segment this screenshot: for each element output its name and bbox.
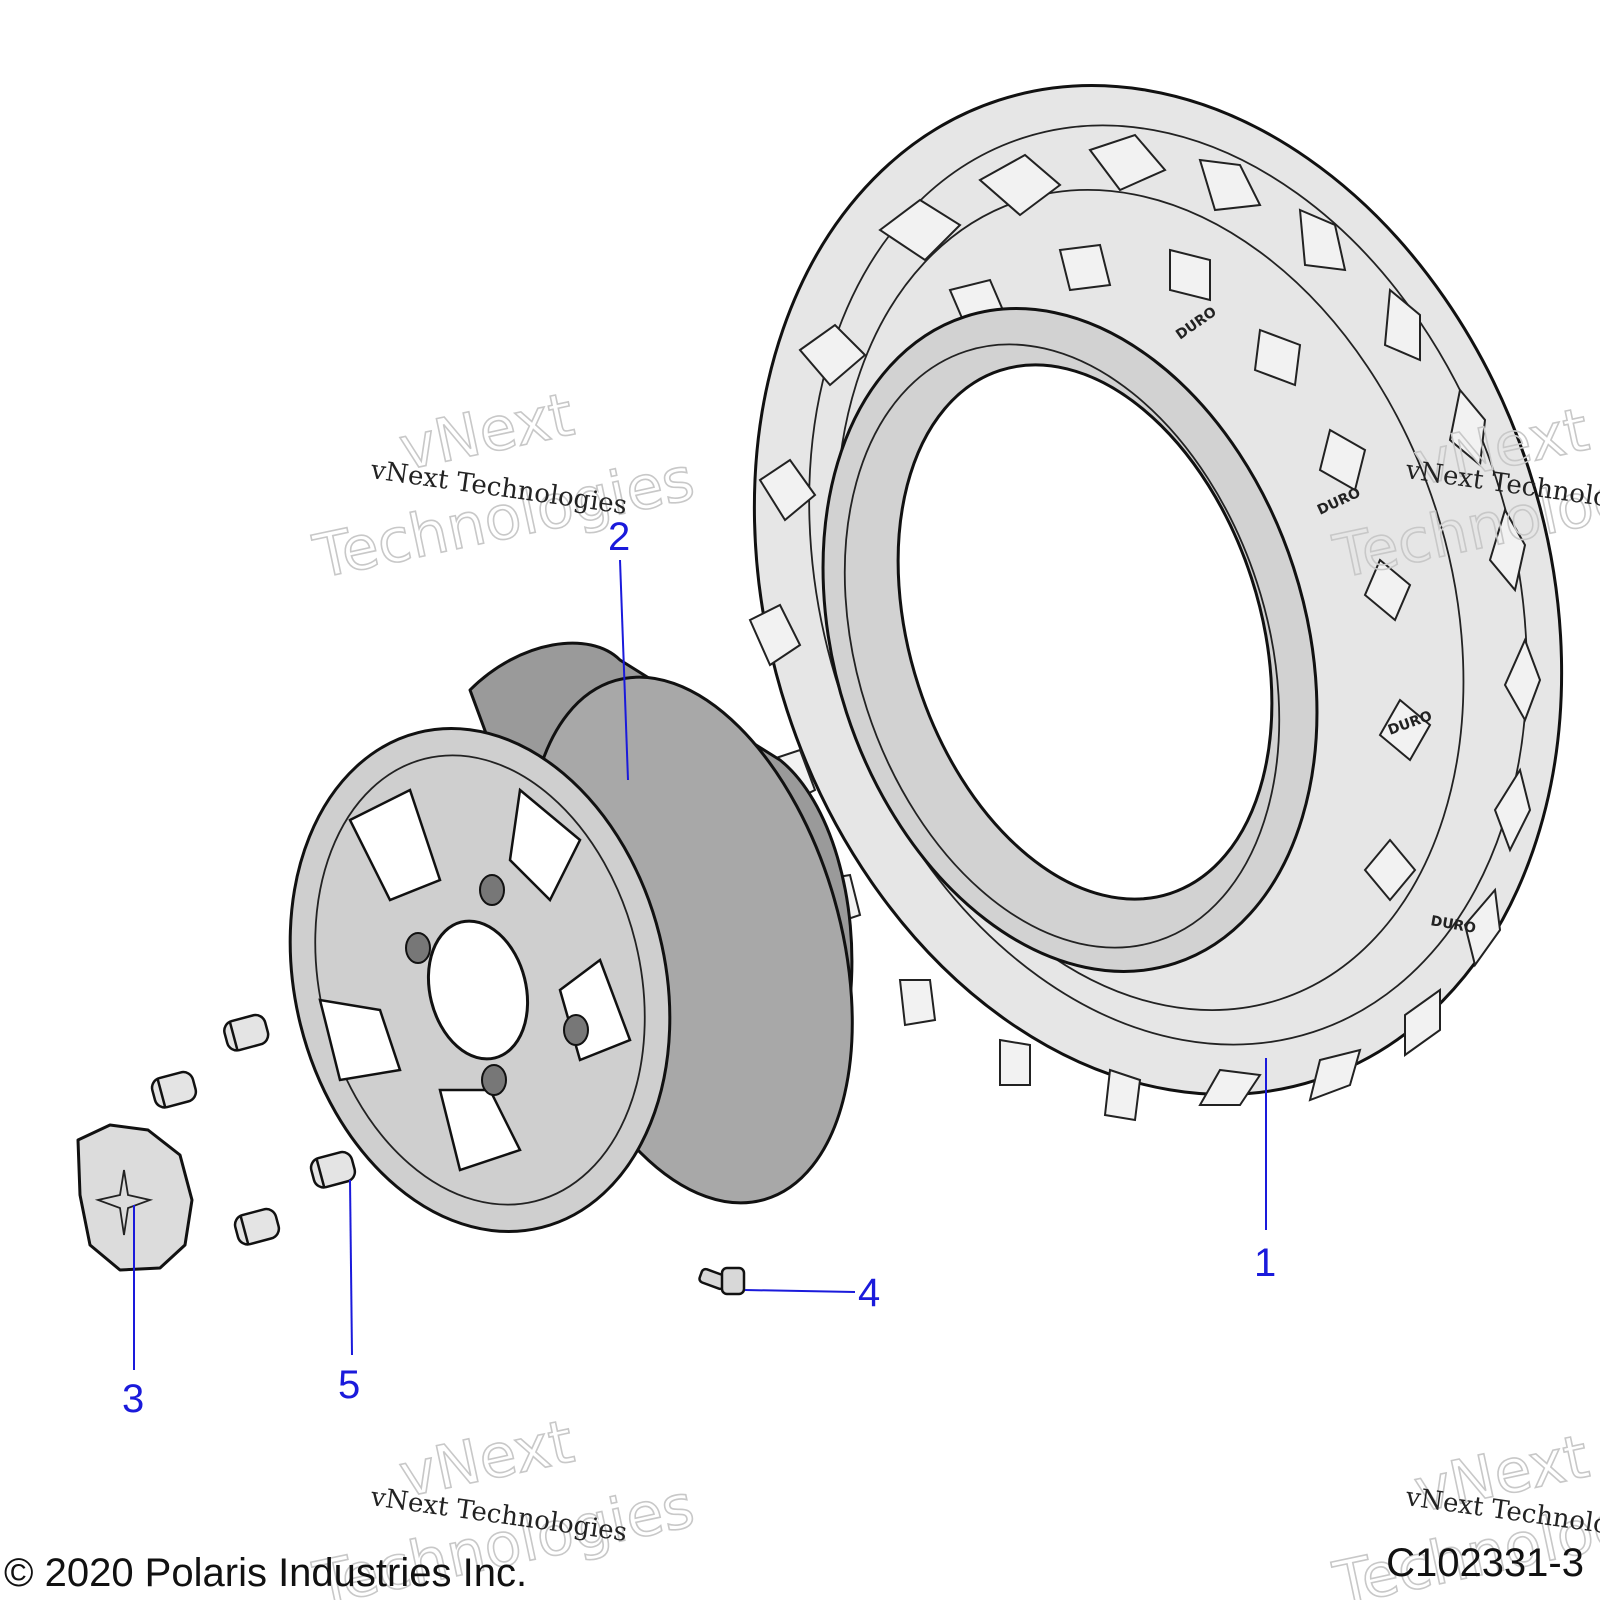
callout-3-center-cap[interactable]: 3 — [122, 1377, 144, 1421]
watermark-top-left: vNext Technologies vNext Technologies — [307, 379, 701, 594]
valve-stem — [698, 1266, 746, 1296]
callout-4-valve-stem[interactable]: 4 — [858, 1271, 880, 1315]
callout-2-wheel[interactable]: 2 — [608, 515, 630, 559]
callout-1-tire[interactable]: 1 — [1254, 1241, 1276, 1285]
tire-brand-mark: DURO — [1429, 913, 1477, 937]
center-cap — [76, 1123, 194, 1272]
wheel-rim — [288, 641, 854, 1233]
svg-text:Technologies: Technologies — [308, 444, 701, 593]
callout-5-lug-nut[interactable]: 5 — [338, 1363, 360, 1407]
leader-lines — [133, 559, 1267, 1370]
lug-nuts — [150, 1013, 357, 1246]
copyright-notice: © 2020 Polaris Industries Inc. — [4, 1551, 527, 1595]
tire: DURO DURO DURO DURO — [748, 84, 1564, 1122]
diagram-code: C102331-3 — [1386, 1541, 1584, 1585]
